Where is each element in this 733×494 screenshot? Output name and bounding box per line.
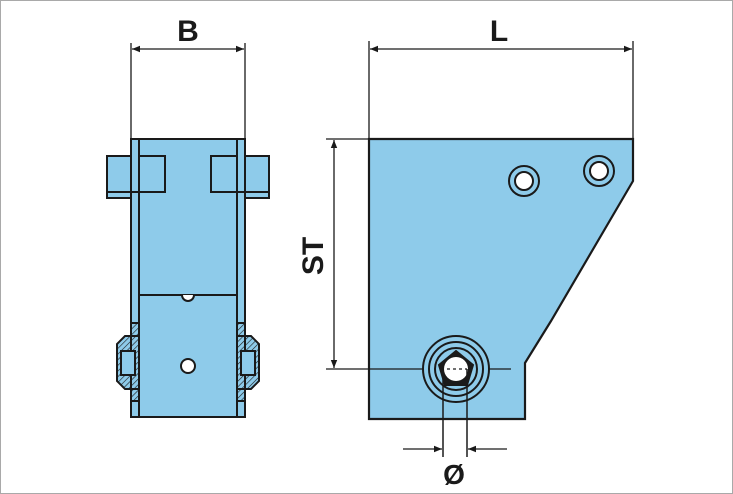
label-diameter: Ø — [443, 459, 465, 490]
label-st: ST — [297, 237, 330, 275]
mounting-hole-1 — [508, 165, 540, 197]
side-hole — [180, 358, 196, 374]
label-l: L — [490, 15, 508, 48]
mounting-hole-2 — [583, 155, 615, 187]
front-view — [326, 41, 635, 457]
side-view — [106, 43, 270, 418]
pivot-bore — [422, 335, 490, 403]
label-b: B — [177, 15, 199, 48]
